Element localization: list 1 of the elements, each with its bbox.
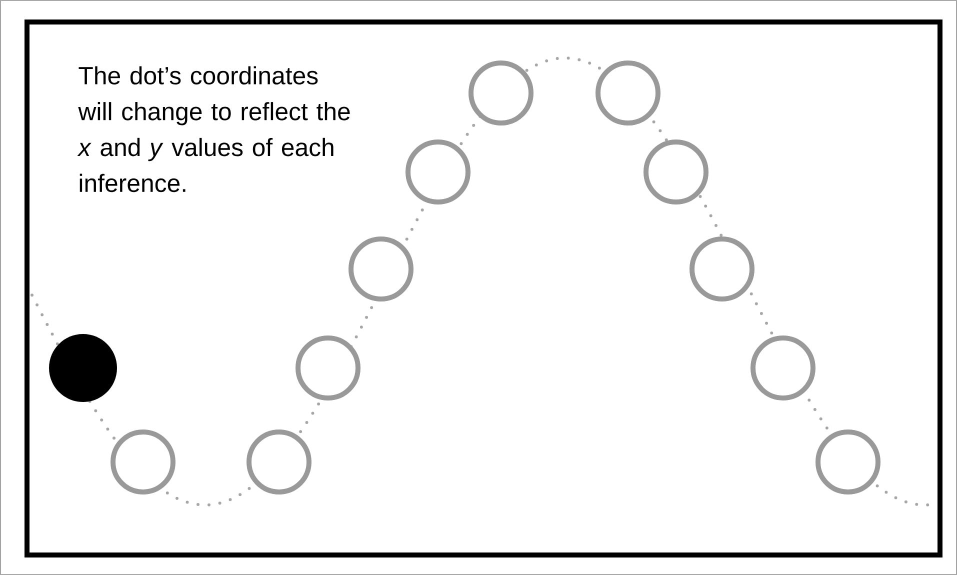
caption-text: The dot’s coordinates will change to reflect the x and y values of each inference. bbox=[77, 66, 350, 192]
